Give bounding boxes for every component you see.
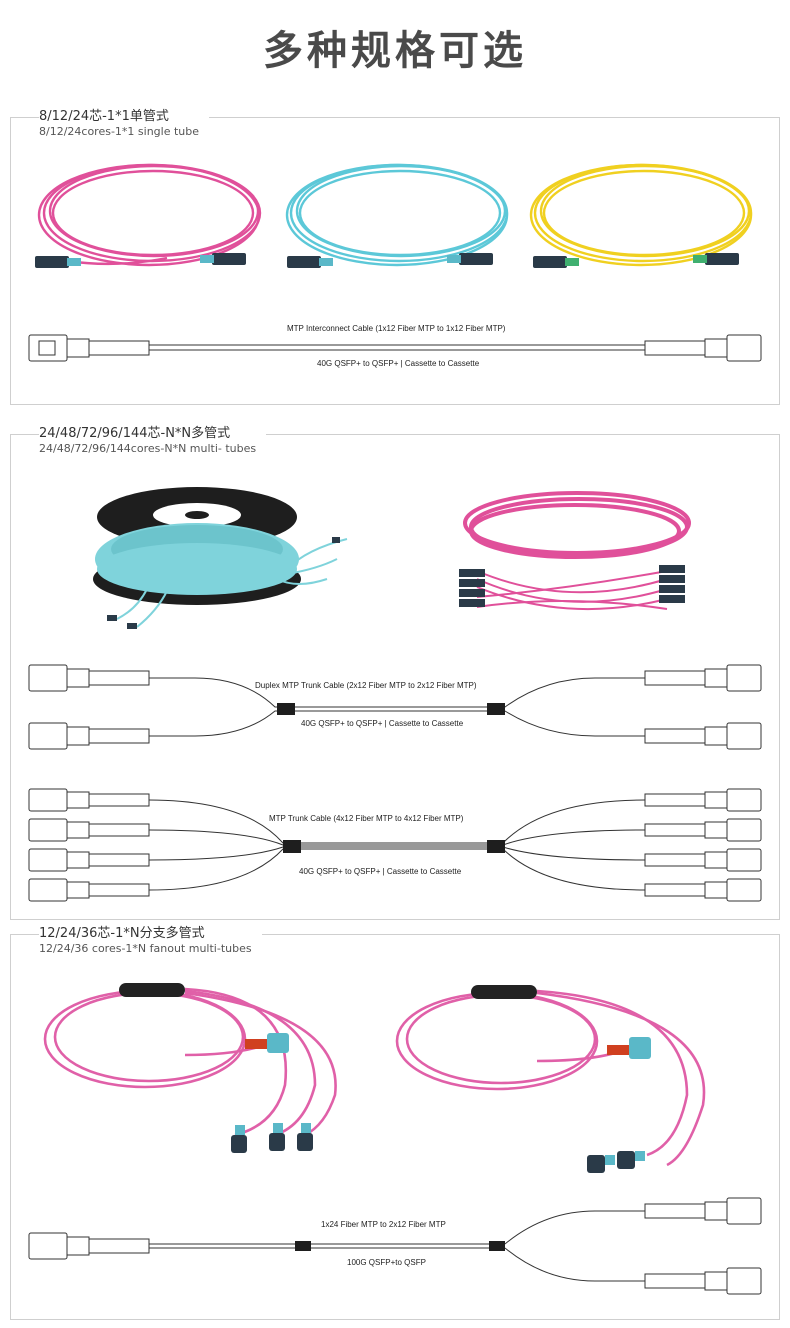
section-title-cn: 8/12/24芯-1*1单管式 [39,109,169,124]
diagram-bottom-label: 40G QSFP+ to QSFP+ | Cassette to Cassett… [299,867,462,876]
diagram-bottom-label: 40G QSFP+ to QSFP+ | Cassette to Cassett… [317,359,480,368]
aqua-cable-coil-image [285,163,509,268]
yellow-cable-coil-image [529,163,753,268]
diagram-top-label: Duplex MTP Trunk Cable (2x12 Fiber MTP t… [255,681,477,690]
section-header: 8/12/24芯-1*1单管式 8/12/24cores-1*1 single … [39,109,210,139]
magenta-cable-coil-image [35,163,262,268]
section-multi-tube: 24/48/72/96/144芯-N*N多管式 24/48/72/96/144c… [10,426,780,920]
aqua-trunk-spool-image [93,487,348,629]
fanout-cable-diagram [28,1197,762,1295]
diagram-bottom-label: 40G QSFP+ to QSFP+ | Cassette to Cassett… [301,719,464,728]
fanout-1x3-cable-image [43,983,337,1153]
section-title-en: 24/48/72/96/144cores-N*N multi- tubes [39,442,257,455]
page-title: 多种规格可选 [263,28,527,74]
section-title-en: 8/12/24cores-1*1 single tube [39,125,200,138]
section-title-cn: 24/48/72/96/144芯-N*N多管式 [39,426,231,441]
section-title-cn: 12/24/36芯-1*N分支多管式 [39,926,205,941]
trunk-cable-diagram [28,788,762,902]
diagram-top-label: 1x24 Fiber MTP to 2x12 Fiber MTP [321,1220,446,1229]
diagram-top-label: MTP Trunk Cable (4x12 Fiber MTP to 4x12 … [269,814,464,823]
magenta-trunk-bundle-image [459,491,691,611]
interconnect-cable-diagram [28,334,762,362]
section-header: 24/48/72/96/144芯-N*N多管式 24/48/72/96/144c… [39,426,267,456]
diagram-bottom-label: 100G QSFP+to QSFP [347,1258,426,1267]
section-header: 12/24/36芯-1*N分支多管式 12/24/36 cores-1*N fa… [39,926,262,956]
section-fanout: 12/24/36芯-1*N分支多管式 12/24/36 cores-1*N fa… [10,926,780,1320]
section-single-tube: 8/12/24芯-1*1单管式 8/12/24cores-1*1 single … [10,109,780,405]
section-title-en: 12/24/36 cores-1*N fanout multi-tubes [39,942,252,955]
duplex-trunk-cable-diagram [28,664,762,750]
fanout-1x2-cable-image [395,985,706,1173]
diagram-top-label: MTP Interconnect Cable (1x12 Fiber MTP t… [287,324,506,333]
